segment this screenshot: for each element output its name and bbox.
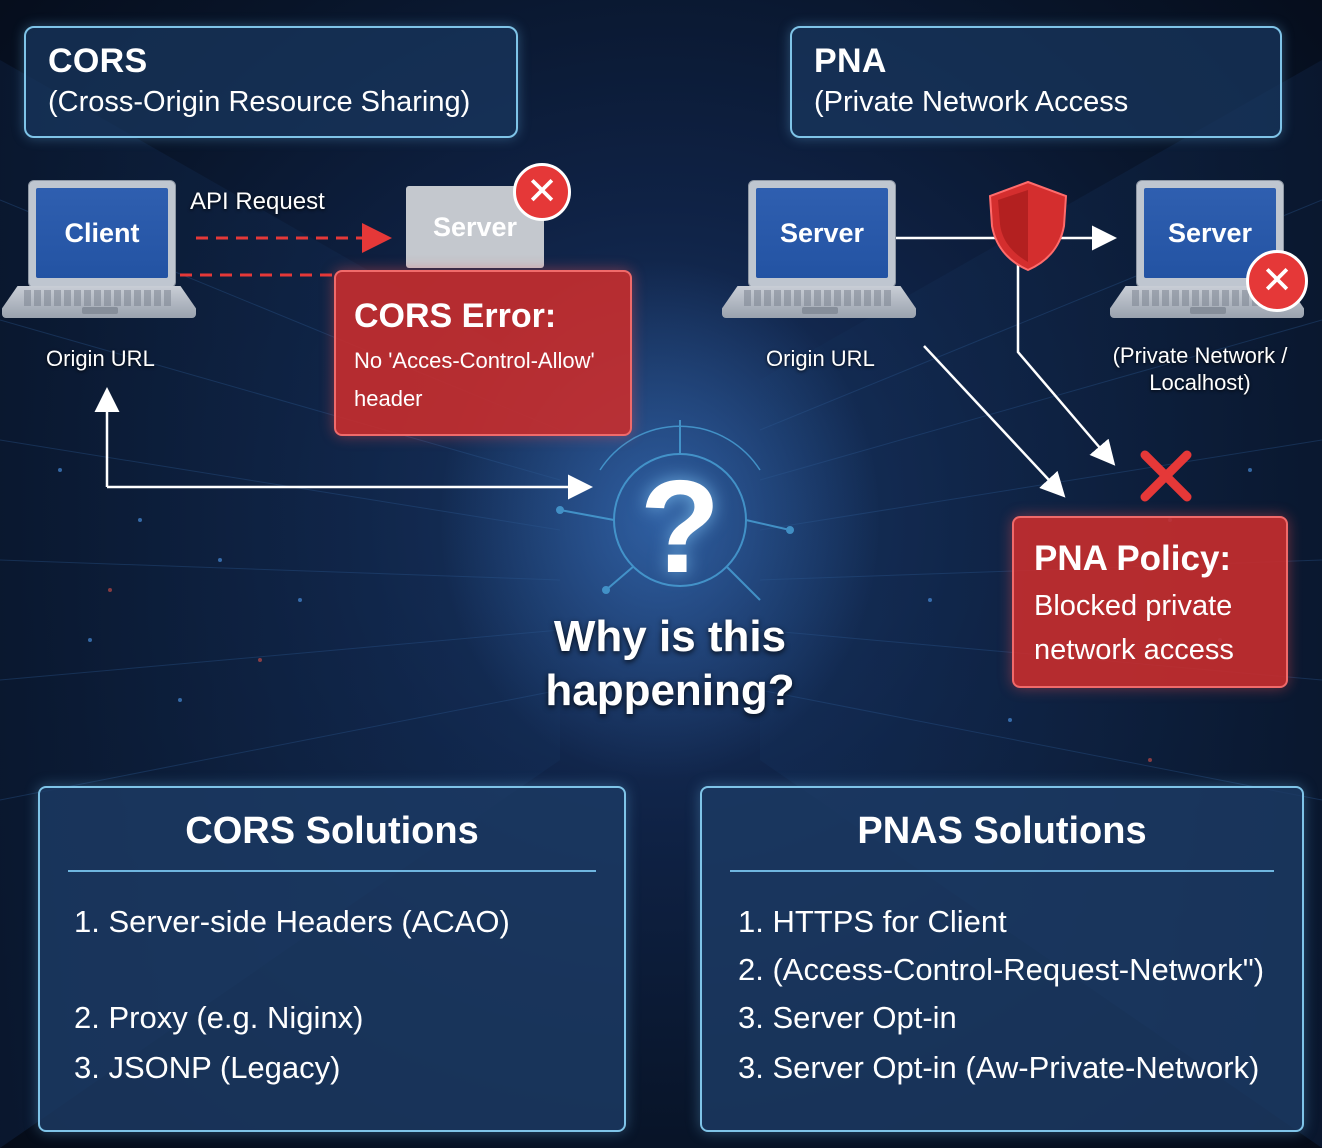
error-x-icon: ✕ [1246,250,1308,312]
why-heading: Why is this happening? [520,610,820,718]
cors-solution-item: 1. Server-side Headers (ACAO) [74,904,510,939]
pna-subtitle: (Private Network Access [814,86,1129,118]
cors-origin-label: Origin URL [46,346,155,371]
cors-solution-item: 3. JSONP (Legacy) [74,1050,341,1085]
pnas-solutions-title: PNAS Solutions [857,810,1147,852]
divider [730,870,1274,872]
pnas-solution-item: 2. (Access-Control-Request-Network") [738,952,1265,987]
pna-title-box: PNA (Private Network Access [790,26,1282,138]
cors-subtitle: (Cross-Origin Resource Sharing) [48,86,471,118]
question-icon: ? [639,453,721,600]
pna-policy-title: PNA Policy: [1034,539,1232,578]
pna-policy-line1: Blocked private [1034,590,1233,622]
client-laptop-icon: Client [2,180,198,340]
pnas-solutions-panel: PNAS Solutions 1. HTTPS for Client 2. (A… [700,786,1304,1132]
pnas-solution-item: 3. Server Opt-in [738,1000,957,1035]
pna-origin-laptop-icon: Server [722,180,918,340]
cors-error-line1: No 'Acces-Control-Allow' [354,348,595,373]
why-line1: Why is this [553,612,787,661]
why-line2: happening? [545,666,795,715]
cors-error-box: CORS Error: No 'Acces-Control-Allow' hea… [334,270,632,436]
divider [68,870,596,872]
pna-server-left-label: Server [756,188,888,278]
cors-solutions-panel: CORS Solutions 1. Server-side Headers (A… [38,786,626,1132]
pnas-solution-item: 3. Server Opt-in (Aw-Private-Network) [738,1050,1260,1085]
cors-title: CORS [48,42,148,80]
cors-error-title: CORS Error: [354,297,557,335]
pna-origin-label: Origin URL [766,346,875,371]
private-network-label: (Private Network / Localhost) [1090,342,1310,396]
private-network-line1: (Private Network / [1112,343,1288,368]
private-network-line2: Localhost) [1149,370,1251,395]
cors-title-box: CORS (Cross-Origin Resource Sharing) [24,26,518,138]
pna-policy-line2: network access [1034,634,1234,666]
cors-solutions-title: CORS Solutions [185,810,479,852]
api-request-label: API Request [190,188,325,215]
pna-title: PNA [814,42,887,80]
cors-error-line2: header [354,386,423,411]
client-label: Client [36,188,168,278]
cors-solution-item: 2. Proxy (e.g. Niginx) [74,1000,364,1035]
error-x-icon: ✕ [513,163,571,221]
pna-policy-box: PNA Policy: Blocked private network acce… [1012,516,1288,688]
pnas-solution-item: 1. HTTPS for Client [738,904,1007,939]
